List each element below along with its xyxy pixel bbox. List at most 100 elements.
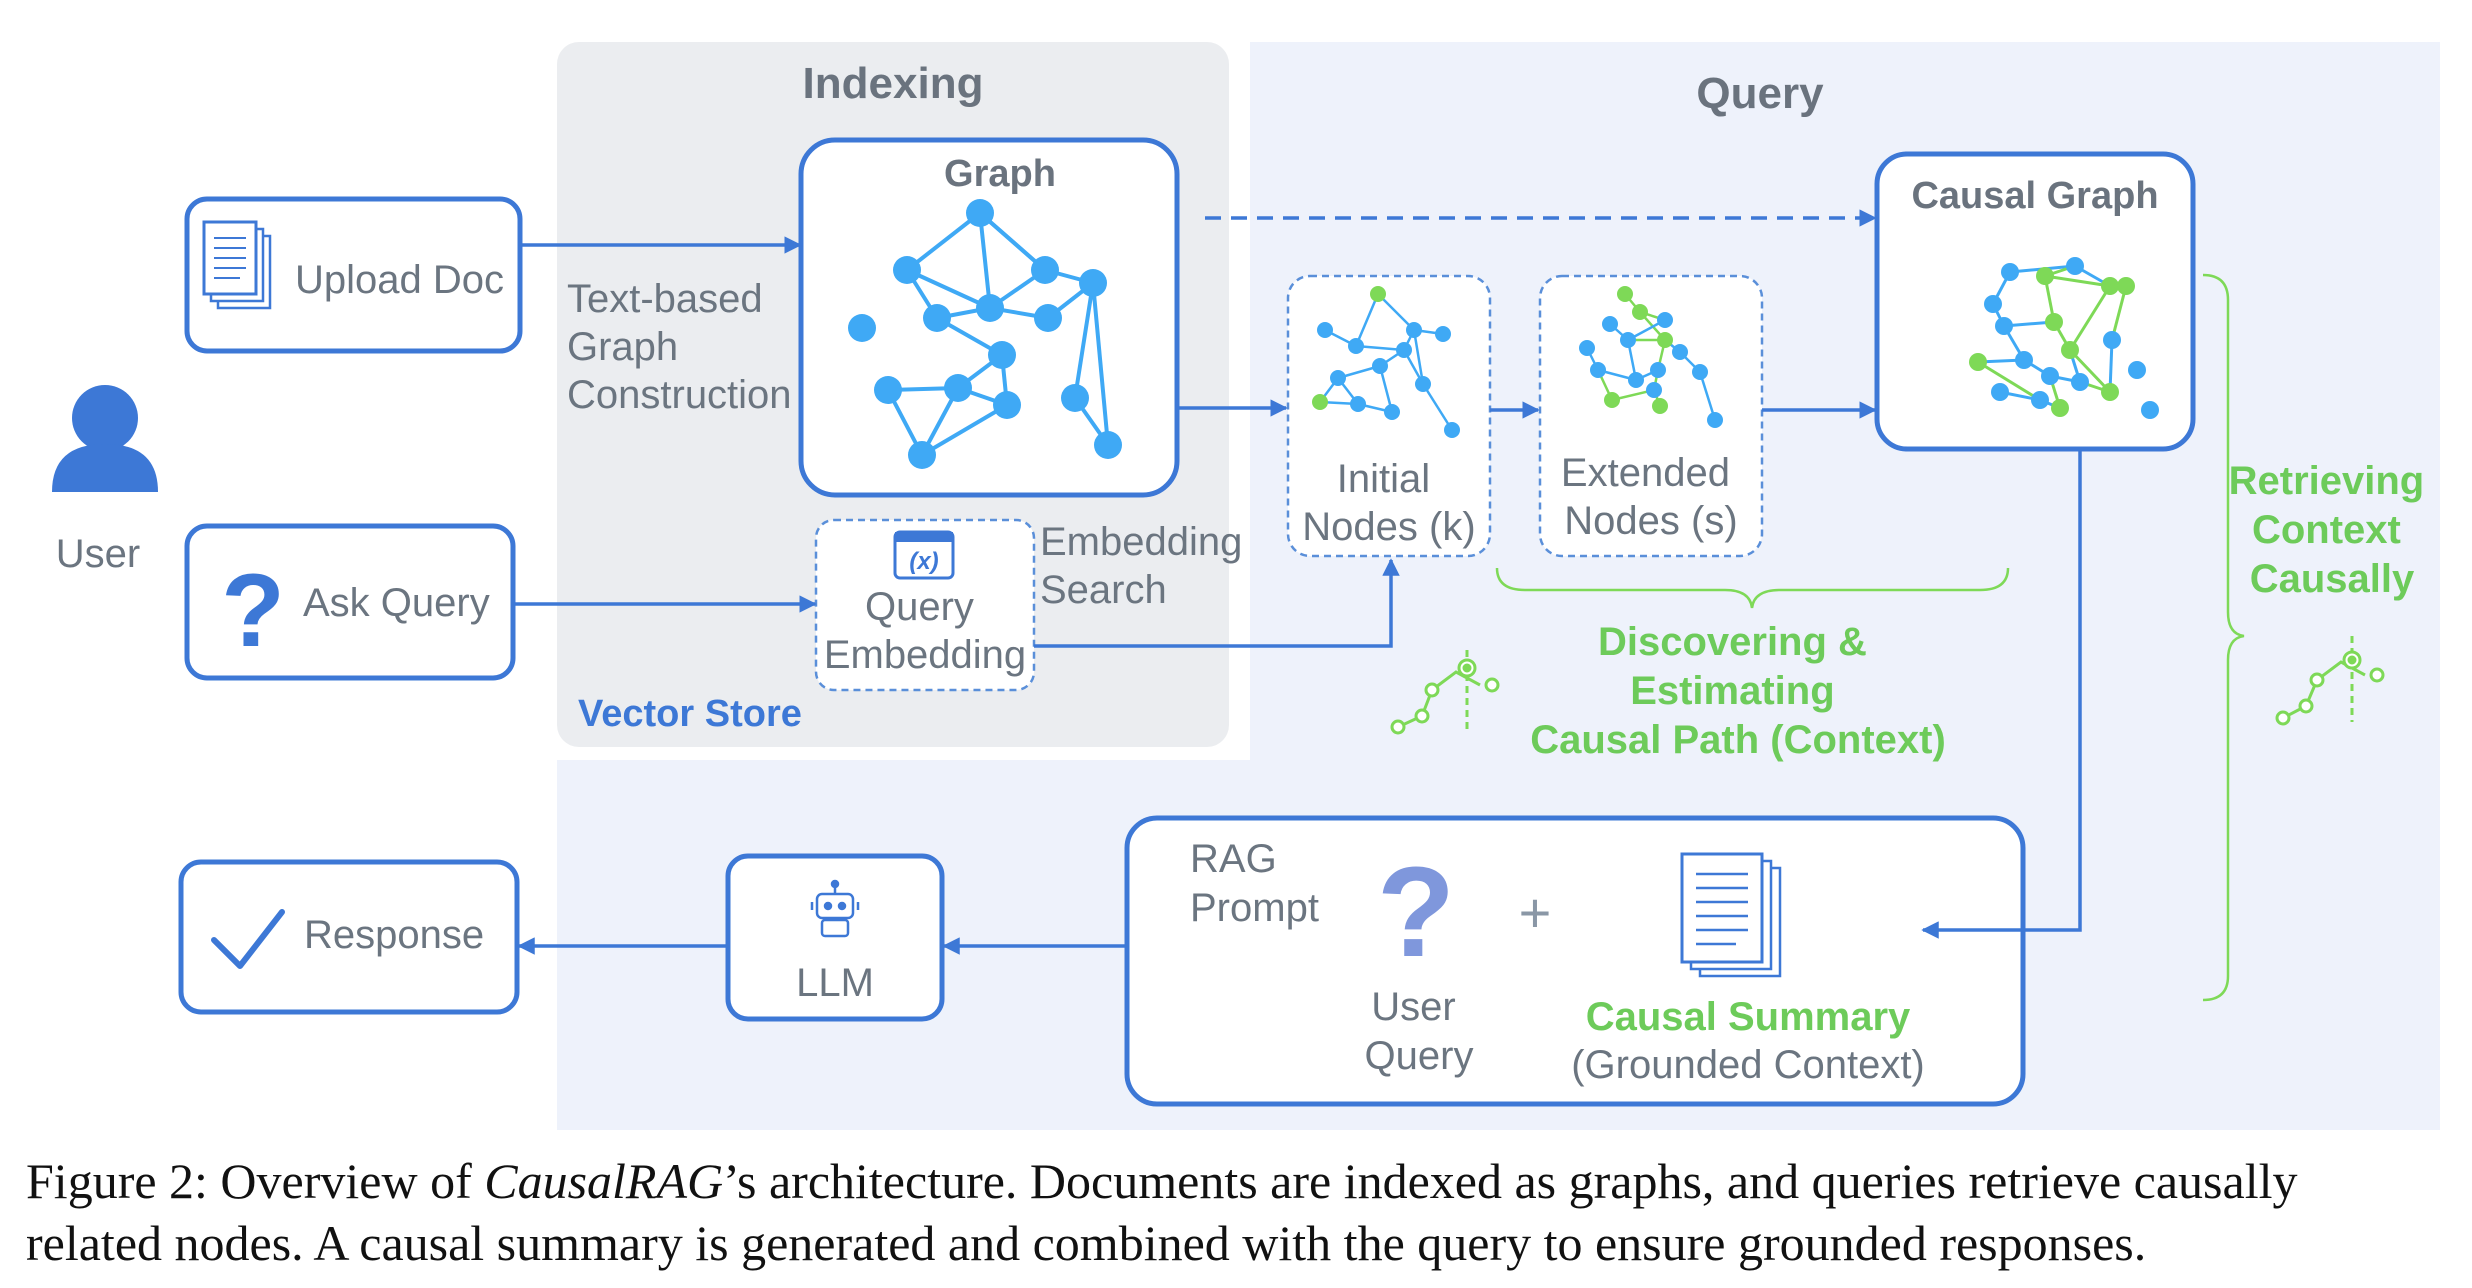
graph-edge	[1355, 344, 1405, 352]
checkmark-icon	[211, 909, 285, 969]
graph-node	[2061, 341, 2079, 359]
initial-nodes-label: Initial Nodes (k)	[1302, 457, 1475, 549]
graph-node	[2045, 313, 2063, 331]
arrow-embedding-to-initial	[1034, 558, 1400, 648]
ask-query-box[interactable]: ? Ask Query	[184, 523, 516, 681]
graph-edge	[1091, 282, 1110, 446]
graph-node	[1590, 362, 1606, 378]
graph-edge	[905, 211, 982, 272]
graph-edge	[978, 212, 992, 309]
graph-edge	[906, 268, 991, 310]
caption-line-1: Figure 2: Overview of CausalRAG’s archit…	[26, 1153, 2298, 1209]
graph-node	[993, 391, 1021, 419]
graph-edge	[1421, 383, 1454, 431]
graph-edge	[2068, 285, 2112, 351]
upload-doc-box[interactable]: Upload Doc	[184, 196, 523, 354]
graph-node	[1317, 322, 1333, 338]
indexing-section-title: Indexing	[803, 59, 984, 108]
ask-query-label: Ask Query	[303, 581, 490, 625]
graph-edge	[978, 211, 1047, 272]
graph-edge	[920, 403, 1009, 457]
user-query-label: User Query	[1365, 985, 1474, 1078]
extended-nodes-box	[1538, 274, 1764, 558]
graph-node	[2041, 367, 2059, 385]
graph-node	[2066, 257, 2084, 275]
graph-node	[1652, 398, 1668, 414]
graph-edge	[1377, 293, 1415, 331]
graph-node	[2101, 277, 2119, 295]
function-x-icon: (x)	[893, 530, 955, 580]
retrieving-context-label: Retrieving Context Causally	[2229, 459, 2436, 601]
graph-node	[2001, 263, 2019, 281]
graph-node	[1969, 353, 1987, 371]
rag-prompt-label: RAG Prompt	[1190, 837, 1319, 930]
graph-edge	[1977, 360, 2041, 402]
graph-node	[1034, 304, 1062, 332]
graph-node	[1031, 256, 1059, 284]
graph-node	[893, 256, 921, 284]
graph-node	[2141, 401, 2159, 419]
response-label: Response	[304, 913, 484, 957]
graph-construction-label: Text-based Graph Construction	[567, 277, 792, 417]
graph-node	[2051, 399, 2069, 417]
graph-node	[923, 304, 951, 332]
causal-summary-title: Causal Summary	[1586, 995, 1911, 1039]
graph-node	[1312, 394, 1328, 410]
graph-node	[1602, 316, 1618, 332]
graph-node	[1620, 332, 1636, 348]
graph-network	[848, 199, 1122, 469]
graph-node	[944, 374, 972, 402]
user-label: User	[56, 532, 140, 576]
graph-edge	[1412, 329, 1425, 385]
retrieve-brace	[2202, 273, 2245, 1002]
plus-sign: +	[1519, 881, 1552, 944]
graph-node	[1672, 344, 1688, 360]
graph-node	[1579, 340, 1595, 356]
embedding-search-label: Embedding Search	[1040, 520, 1254, 612]
graph-node	[1435, 326, 1451, 342]
response-box[interactable]: Response	[178, 859, 520, 1015]
graph-node	[2015, 351, 2033, 369]
graph-node	[1657, 332, 1673, 348]
svg-text:(x): (x)	[909, 548, 938, 575]
graph-node	[1707, 412, 1723, 428]
graph-node	[1061, 384, 1089, 412]
graph-edge	[1354, 293, 1380, 347]
graph-node	[2101, 383, 2119, 401]
graph-node	[988, 341, 1016, 369]
graph-edge	[1073, 282, 1095, 399]
graph-node	[2071, 373, 2089, 391]
caption-line-2: related nodes. A causal summary is gener…	[26, 1215, 2147, 1271]
retrieve-path-icon	[2275, 636, 2385, 726]
graph-node	[1396, 342, 1412, 358]
user-icon	[52, 385, 158, 492]
llm-box: LLM	[725, 853, 945, 1022]
graph-node	[1384, 404, 1400, 420]
user-query-icon: ?	[1377, 841, 1455, 984]
graph-node	[1646, 382, 1662, 398]
graph-node	[1330, 370, 1346, 386]
graph-node	[1444, 422, 1460, 438]
extended-nodes-label: Extended Nodes (s)	[1561, 451, 1741, 543]
graph-node	[848, 314, 876, 342]
graph-node	[2128, 361, 2146, 379]
extended-nodes-network	[1579, 286, 1723, 428]
causal-summary-subtitle: (Grounded Context)	[1571, 1043, 1925, 1087]
graph-node	[1657, 312, 1673, 328]
graph-node	[1094, 431, 1122, 459]
graph-node	[976, 294, 1004, 322]
graph-title: Graph	[944, 153, 1056, 195]
causal-graph-network	[1969, 257, 2159, 419]
vector-store-label: Vector Store	[578, 693, 802, 735]
graph-edge	[2068, 348, 2112, 394]
initial-nodes-network	[1312, 286, 1460, 438]
upload-doc-label: Upload Doc	[295, 258, 504, 302]
llm-label: LLM	[796, 961, 874, 1005]
causal-graph-box	[1874, 151, 2196, 452]
arrow-causal-to-prompt	[1921, 449, 2082, 939]
caption-system-name: CausalRAG	[484, 1153, 724, 1209]
graph-node	[1995, 317, 2013, 335]
rag-prompt-box	[1124, 815, 2026, 1107]
graph-node	[1350, 396, 1366, 412]
